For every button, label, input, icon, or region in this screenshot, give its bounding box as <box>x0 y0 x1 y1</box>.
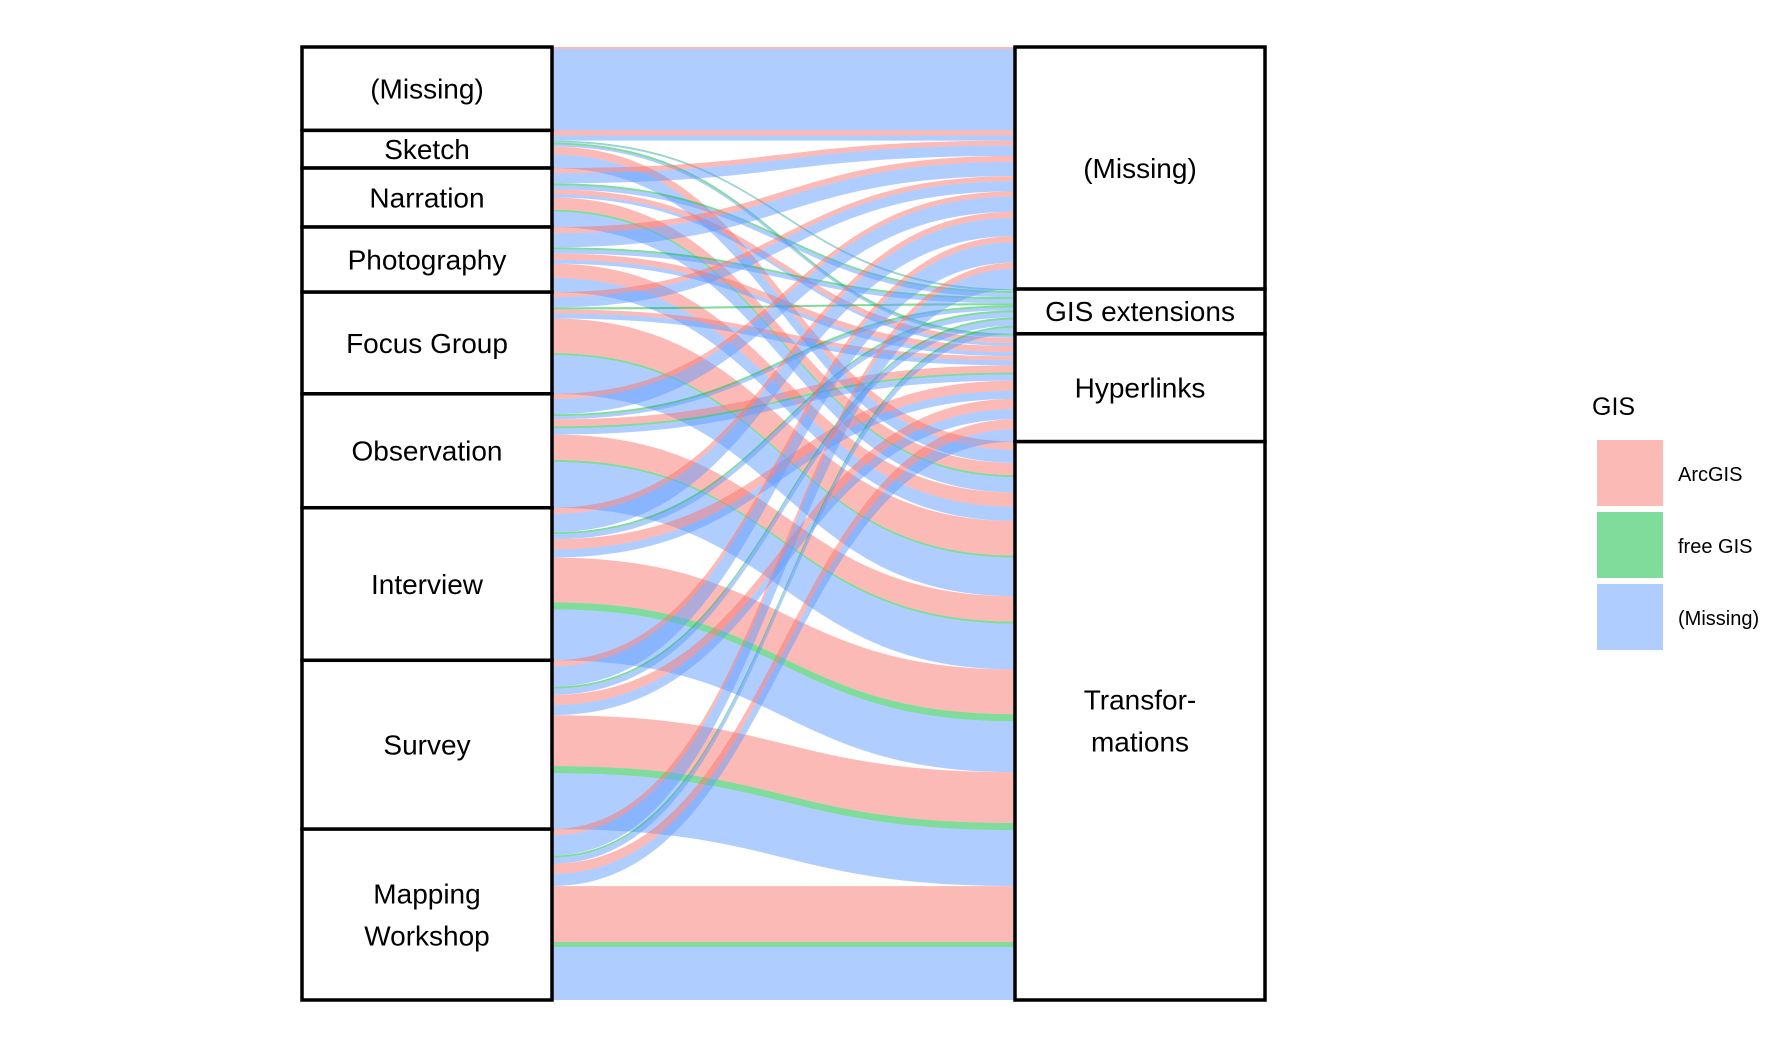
left-stratum-label: Mapping <box>373 878 480 909</box>
legend-items: ArcGIS free GIS (Missing) <box>1597 440 1759 650</box>
left-stratum-narration <box>300 166 554 229</box>
legend-label: free GIS <box>1678 536 1752 558</box>
flow-mapping_workshop-to-transformations <box>552 947 1015 1000</box>
flow-narration-to-missing <box>552 140 1015 174</box>
left-stratum-label: Workshop <box>364 920 490 951</box>
flow-interview-to-missing <box>552 217 1015 533</box>
flow-mapping_workshop-to-transformations <box>552 886 1015 943</box>
legend-title: GIS <box>1592 393 1635 421</box>
flow-sketch-to-missing <box>552 130 1015 136</box>
flow-observation-to-hyperlinks <box>552 374 1015 435</box>
left-stratum-label: Sketch <box>384 134 470 165</box>
flow-missing-to-missing <box>552 47 1015 50</box>
flow-observation-to-missing <box>552 196 1015 415</box>
left-stratum-focus_group <box>300 290 554 396</box>
left-stratum-mapping_workshop <box>300 827 554 1002</box>
legend-label: ArcGIS <box>1678 464 1742 486</box>
right-stratum-label: Hyperlinks <box>1075 373 1206 404</box>
flow-survey-to-missing <box>552 236 1015 667</box>
left-stratum-photography <box>300 225 554 294</box>
left-stratum-observation <box>300 392 554 510</box>
flows-layer <box>552 47 1015 1000</box>
flow-mapping_workshop-to-hyperlinks <box>552 419 1015 874</box>
flow-narration-to-transformations <box>552 211 1015 493</box>
flow-sketch-to-missing <box>552 135 1015 141</box>
left-stratum-label: Survey <box>383 730 470 761</box>
flow-observation-to-missing <box>552 191 1015 399</box>
flow-mapping_workshop-to-gis_ext <box>552 327 1015 864</box>
flow-sketch-to-gis_ext <box>552 140 1015 291</box>
flow-missing-to-missing <box>552 49 1015 131</box>
left-stratum-label: (Missing) <box>370 74 484 105</box>
flow-focus_group-to-hyperlinks <box>552 309 1015 361</box>
flow-focus_group-to-missing <box>552 181 1015 308</box>
flow-interview-to-gis_ext <box>552 310 1015 535</box>
flow-photography-to-transformations <box>552 263 1015 507</box>
flow-narration-to-hyperlinks <box>552 194 1015 347</box>
flow-focus_group-to-hyperlinks <box>552 313 1015 366</box>
flow-observation-to-hyperlinks <box>552 365 1015 427</box>
flow-survey-to-gis_ext <box>552 319 1015 695</box>
left-stratum-missing <box>300 45 554 133</box>
flow-focus_group-to-missing <box>552 176 1015 298</box>
flow-survey-to-transformations <box>552 766 1015 831</box>
flow-interview-to-missing <box>552 211 1015 514</box>
legend-key-1 <box>1597 512 1663 578</box>
flow-survey-to-gis_ext <box>552 317 1015 689</box>
right-stratum-label: (Missing) <box>1083 153 1197 184</box>
flow-survey-to-transformations <box>552 715 1015 824</box>
right-stratum-missing <box>1013 45 1267 291</box>
flow-mapping_workshop-to-hyperlinks <box>552 429 1015 887</box>
legend-key-0 <box>1597 440 1663 506</box>
right-stratum-label: mations <box>1091 727 1189 758</box>
flow-photography-to-missing <box>552 155 1015 234</box>
flow-sketch-to-gis_ext <box>552 141 1015 292</box>
flow-observation-to-transformations <box>552 459 1015 624</box>
left-stratum-interview <box>300 505 554 663</box>
flow-photography-to-gis_ext <box>552 247 1015 300</box>
left-stratum-sketch <box>300 128 554 170</box>
left-stratum-label: Narration <box>369 182 484 213</box>
left-stratum-label: Interview <box>371 569 484 600</box>
flow-mapping_workshop-to-transformations <box>552 942 1015 948</box>
left-strata-axis: (Missing) SketchNarrationPhotographyFocus… <box>300 45 554 1002</box>
flow-narration-to-missing <box>552 145 1015 184</box>
left-stratum-label: Focus Group <box>346 328 508 359</box>
flow-mapping_workshop-to-gis_ext <box>552 325 1015 858</box>
flow-observation-to-hyperlinks <box>552 372 1015 429</box>
left-stratum-survey <box>300 658 554 831</box>
legend: GIS ArcGIS free GIS (Missing) <box>1592 393 1759 650</box>
left-stratum-label: Observation <box>352 436 503 467</box>
legend-label: (Missing) <box>1678 608 1759 630</box>
left-stratum-label: Photography <box>348 244 507 275</box>
flow-observation-to-transformations <box>552 434 1015 622</box>
flow-photography-to-missing <box>552 161 1015 248</box>
right-stratum-label: GIS extensions <box>1045 296 1235 327</box>
right-strata-axis: (Missing) GIS extensionsHyperlinksTransfo… <box>1013 45 1267 1002</box>
flow-interview-to-transformations <box>552 557 1015 715</box>
flow-mapping_workshop-to-missing <box>552 262 1015 836</box>
flow-survey-to-missing <box>552 242 1015 687</box>
flow-focus_group-to-transformations <box>552 318 1015 556</box>
flow-photography-to-gis_ext <box>552 249 1015 304</box>
right-stratum-label: Transfor- <box>1084 685 1197 716</box>
flow-narration-to-hyperlinks <box>552 189 1015 343</box>
flow-interview-to-gis_ext <box>552 312 1015 540</box>
flow-narration-to-transformations <box>552 209 1015 478</box>
legend-key-2 <box>1597 584 1663 650</box>
right-stratum-transformations <box>1013 439 1267 1002</box>
flow-mapping_workshop-to-missing <box>552 268 1015 856</box>
